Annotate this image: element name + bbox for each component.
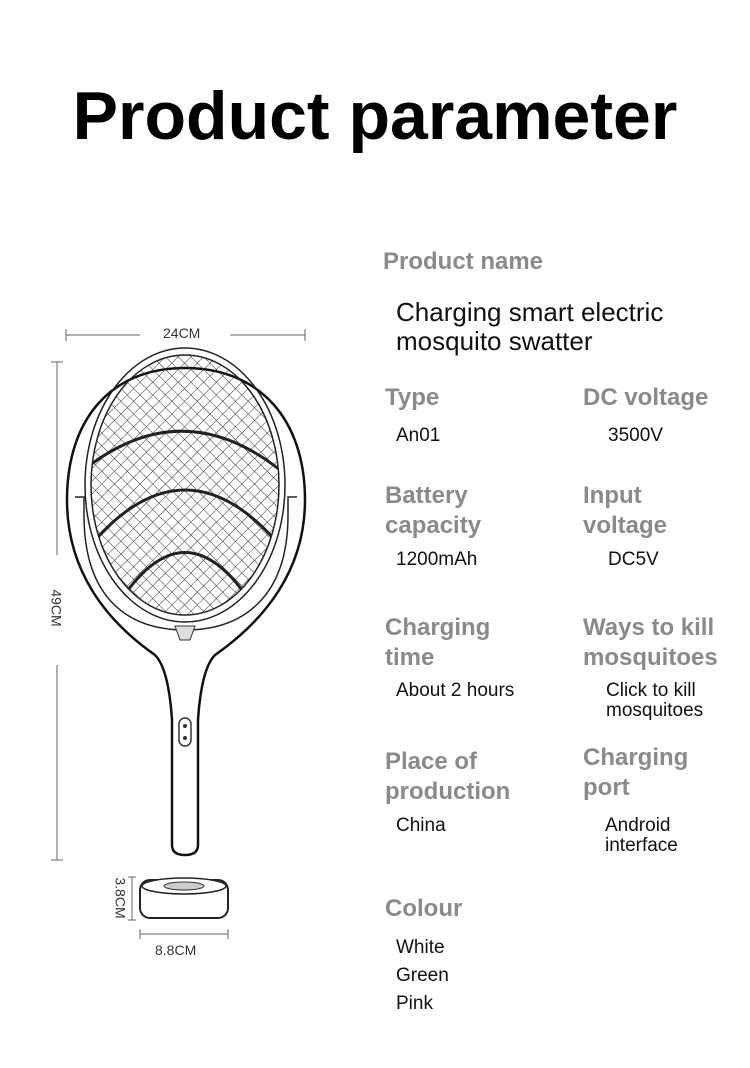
port-label-1: Charging bbox=[583, 744, 689, 771]
racket-mesh bbox=[90, 354, 280, 616]
port-value-2: interface bbox=[605, 835, 678, 856]
colour-white: White bbox=[396, 937, 445, 958]
product-name-line1: Charging smart electric bbox=[396, 297, 664, 327]
port-label: Charging port bbox=[583, 743, 688, 803]
charging-time-label-2: time bbox=[385, 644, 435, 671]
type-label: Type bbox=[385, 384, 440, 411]
battery-label-2: capacity bbox=[385, 512, 482, 539]
kill-ways-label-1: Ways to kill bbox=[583, 614, 715, 641]
product-name-line2: mosquito swatter bbox=[396, 326, 593, 356]
base-width-dimension: 8.8CM bbox=[155, 942, 197, 958]
place-label-2: production bbox=[385, 778, 511, 805]
product-name-value: Charging smart electric mosquito swatter bbox=[396, 298, 663, 356]
product-name-label: Product name bbox=[383, 248, 544, 275]
kill-ways-value-2: mosquitoes bbox=[606, 700, 704, 721]
kill-ways-label-2: mosquitoes bbox=[583, 644, 718, 671]
type-value: An01 bbox=[396, 425, 441, 446]
kill-ways-value-1: Click to kill bbox=[606, 680, 696, 701]
kill-ways-label: Ways to kill mosquitoes bbox=[583, 613, 718, 673]
colour-label: Colour bbox=[385, 895, 463, 922]
power-button-icon bbox=[178, 717, 192, 747]
charging-time-label-1: Charging bbox=[385, 614, 491, 641]
height-dimension: 49CM bbox=[48, 589, 65, 627]
base-height-dimension: 3.8CM bbox=[112, 877, 129, 919]
place-label-1: Place of bbox=[385, 748, 478, 775]
charging-base bbox=[139, 877, 229, 919]
colour-values: White Green Pink bbox=[396, 934, 449, 1018]
battery-value: 1200mAh bbox=[396, 549, 478, 570]
port-label-2: port bbox=[583, 774, 630, 801]
battery-label: Battery capacity bbox=[385, 481, 481, 541]
charging-time-label: Charging time bbox=[385, 613, 490, 673]
racket-illustration bbox=[51, 329, 307, 939]
dc-voltage-label: DC voltage bbox=[583, 384, 709, 411]
charging-time-value: About 2 hours bbox=[396, 680, 515, 701]
place-label: Place of production bbox=[385, 747, 510, 807]
input-voltage-label-2: voltage bbox=[583, 512, 668, 539]
input-voltage-label-1: Input bbox=[583, 482, 642, 509]
colour-green: Green bbox=[396, 965, 449, 986]
battery-label-1: Battery bbox=[385, 482, 468, 509]
width-dimension: 24CM bbox=[163, 325, 201, 341]
width-dimension-line bbox=[51, 329, 306, 939]
page-title: Product parameter bbox=[72, 78, 678, 154]
input-voltage-value: DC5V bbox=[608, 549, 659, 570]
place-value: China bbox=[396, 815, 446, 836]
port-value-1: Android bbox=[605, 815, 671, 836]
colour-pink: Pink bbox=[396, 993, 433, 1014]
dc-voltage-value: 3500V bbox=[608, 425, 663, 446]
input-voltage-label: Input voltage bbox=[583, 481, 667, 541]
